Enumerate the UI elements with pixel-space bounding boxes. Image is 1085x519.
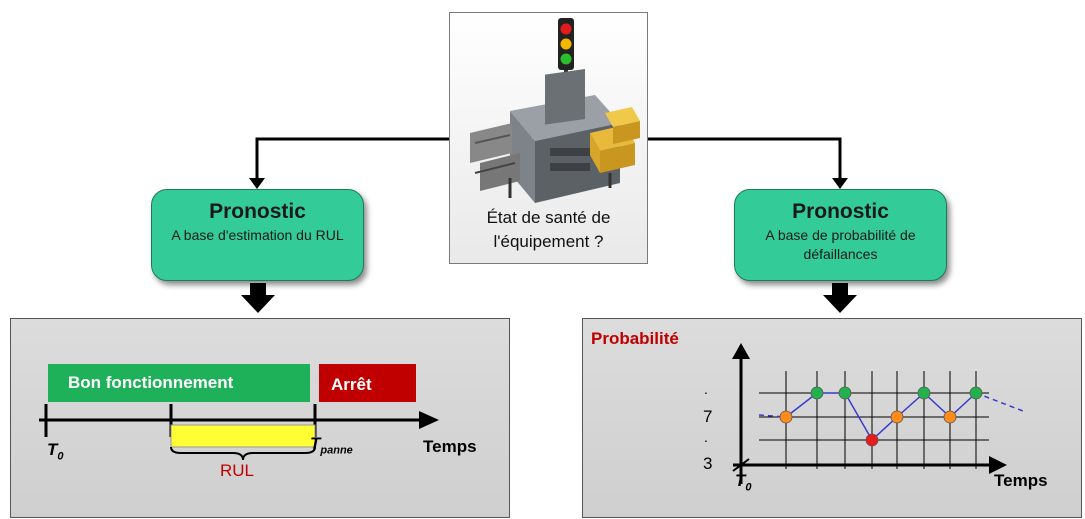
arret-label: Arrêt	[331, 375, 372, 394]
y-tick-dot-upper: .	[704, 381, 708, 397]
equipment-caption-line1: État de santé de	[486, 208, 611, 227]
bon-fonctionnement-bar	[48, 364, 310, 402]
machine-icon	[470, 69, 640, 203]
data-point	[779, 410, 793, 424]
pronostic-probability-box: Pronostic A base de probabilité de défai…	[734, 189, 947, 281]
rul-label: RUL	[220, 461, 255, 480]
equipment-illustration	[470, 18, 640, 203]
connector-right	[648, 137, 842, 180]
block-arrow-right	[823, 283, 857, 313]
pronostic-rul-box: Pronostic A base d'estimation du RUL	[151, 189, 364, 281]
rul-brace	[170, 446, 316, 461]
rul-timeline-panel: Bon fonctionnement Arrêt T0 Tpanne Temps…	[10, 318, 510, 518]
data-point	[969, 386, 983, 400]
pronostic-rul-subtitle: A base d'estimation du RUL	[171, 227, 344, 243]
arrowhead-right	[832, 178, 848, 189]
probability-chart	[732, 343, 1024, 484]
arret-bar	[319, 364, 416, 402]
probability-chart-panel: Probabilité . 7 . 3 T0 Temps	[582, 318, 1082, 518]
y-tick-dot-lower: .	[704, 429, 708, 445]
equipment-caption-line2: l'équipement ?	[493, 232, 604, 251]
temps-axis-label: Temps	[423, 437, 477, 456]
probability-axis-label: Probabilité	[591, 329, 679, 348]
data-point	[890, 410, 904, 424]
data-point	[810, 386, 824, 400]
equipment-box: État de santé de l'équipement ?	[449, 12, 648, 264]
t0-label: T0	[47, 440, 64, 463]
chart-t0-label: T0	[735, 471, 752, 494]
pronostic-rul-title: Pronostic	[209, 200, 306, 223]
pronostic-probability-title: Pronostic	[792, 200, 889, 223]
data-point	[943, 410, 957, 424]
y-tick-7: 7	[703, 407, 713, 426]
rul-bar	[170, 424, 316, 448]
rul-timeline	[39, 364, 439, 461]
block-arrow-left	[241, 283, 275, 313]
data-point	[838, 386, 852, 400]
tpanne-label: Tpanne	[310, 434, 353, 457]
arrowhead-left	[249, 178, 265, 189]
connector-left	[255, 137, 449, 180]
bon-fonctionnement-label: Bon fonctionnement	[68, 373, 234, 392]
data-point	[865, 433, 879, 447]
chart-temps-label: Temps	[994, 471, 1048, 490]
data-point	[917, 386, 931, 400]
series-trail-dashed	[975, 392, 1024, 412]
y-tick-3: 3	[703, 454, 713, 473]
pronostic-probability-subtitle: A base de probabilité de défaillances	[765, 227, 916, 262]
